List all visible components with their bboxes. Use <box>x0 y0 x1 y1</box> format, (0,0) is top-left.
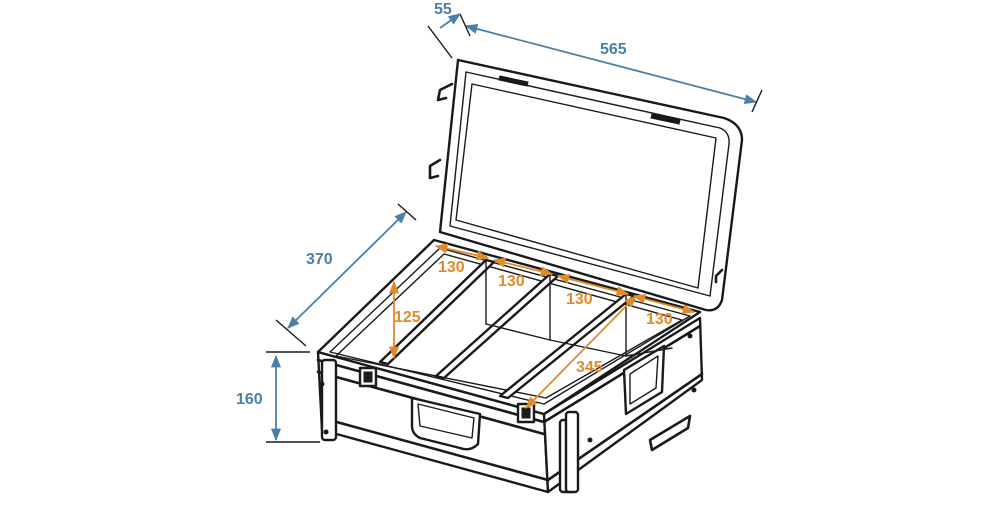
compartment-width-label-3: 130 <box>566 291 593 308</box>
depth-label: 370 <box>306 251 333 268</box>
compartment-width-label-4: 130 <box>646 311 673 328</box>
lid-depth-dimension-line <box>439 13 462 29</box>
height-label: 160 <box>236 391 263 408</box>
compartment-width-label-1: 130 <box>438 259 465 276</box>
width-dimension-line <box>464 23 758 105</box>
inner-dimensions: 130 130 130 130 125 345 <box>388 243 696 409</box>
compartment-width-label-2: 130 <box>498 273 525 290</box>
compartment-height-label: 125 <box>394 309 421 326</box>
depth-dimension-line <box>287 211 407 329</box>
compartment-length-label: 345 <box>576 359 603 376</box>
width-label: 565 <box>600 41 627 58</box>
lid-depth-label: 55 <box>434 1 452 18</box>
outer-dimensions: 55 565 370 160 <box>236 1 763 443</box>
